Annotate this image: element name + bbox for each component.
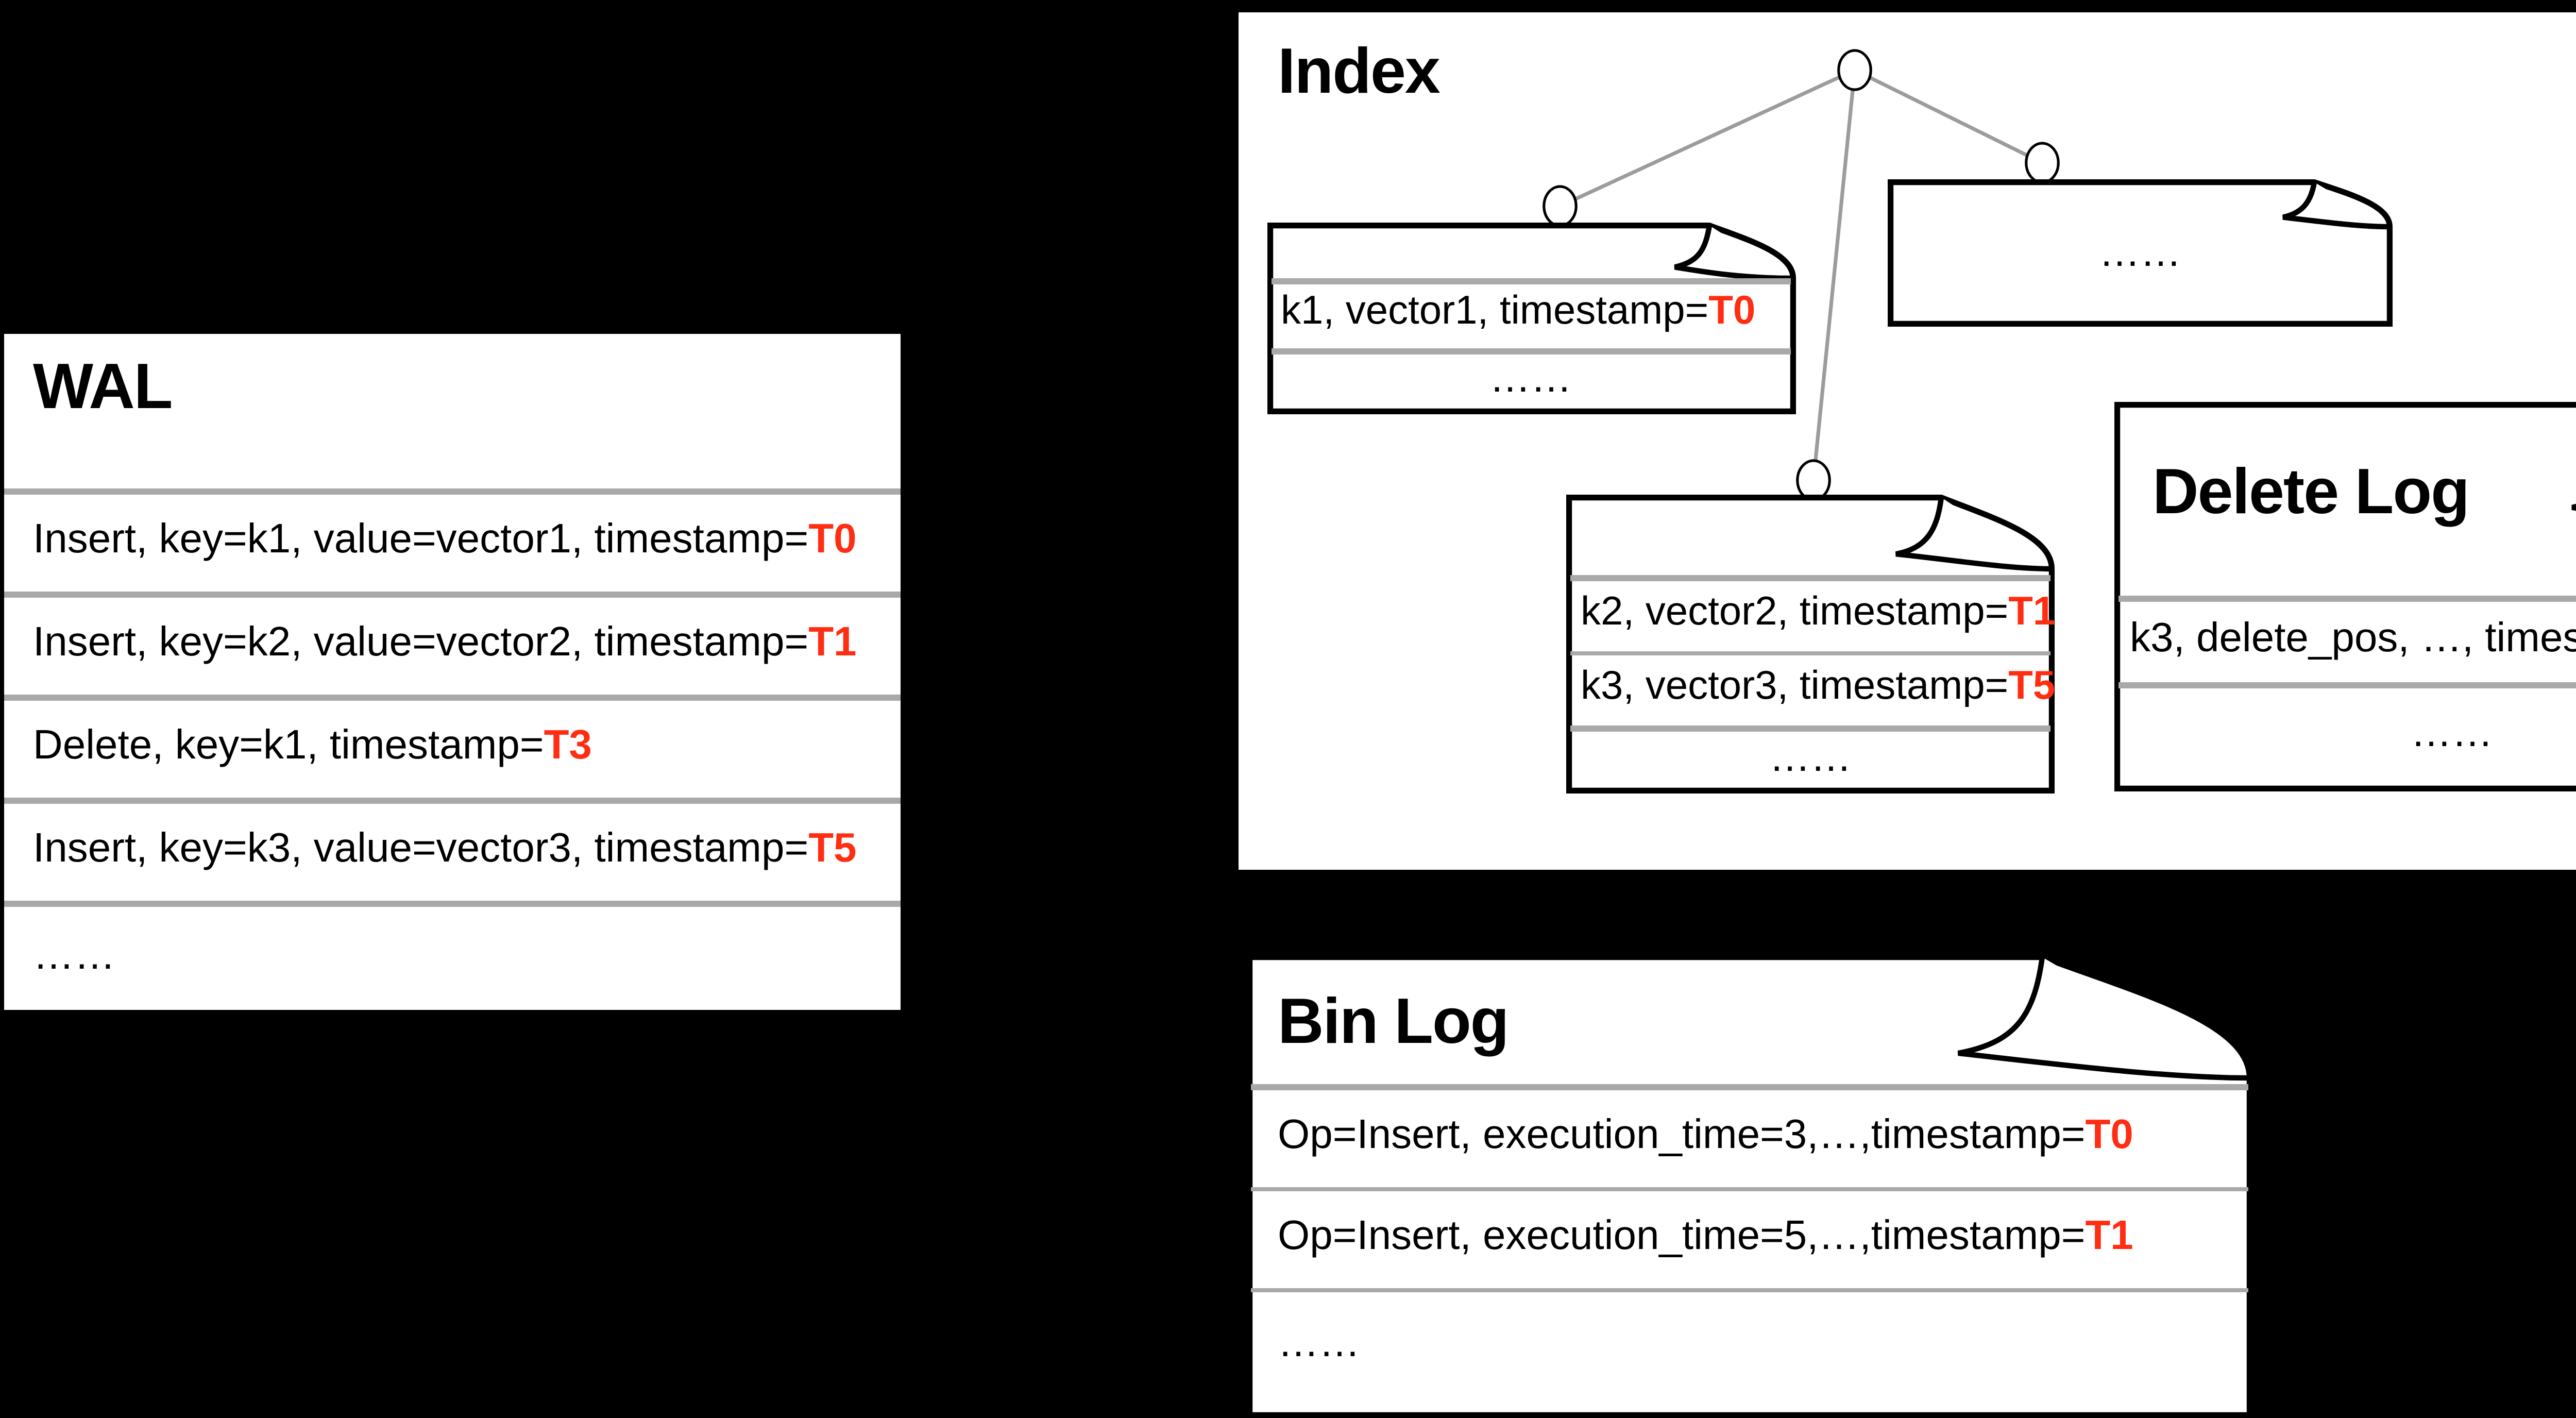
- tree-node-circle: [1796, 459, 1831, 501]
- folded-corner: [1673, 225, 1792, 281]
- ellipsis-text: ……: [2411, 711, 2493, 756]
- segment-row: k3, vector3, timestamp=T5: [1566, 650, 2055, 725]
- timestamp-value: T0: [2085, 1112, 2133, 1158]
- tree-edge: [1559, 68, 1856, 208]
- wal-row: Delete, key=k1, timestamp=T3: [4, 695, 900, 798]
- timestamp-value: T1: [808, 620, 857, 666]
- row-divider: [4, 901, 900, 906]
- bin-log-row-more: ……: [1247, 1287, 2252, 1400]
- wal-row-text: Insert, key=k1, value=vector1, timestamp…: [33, 517, 809, 563]
- timestamp-value: T1: [2085, 1214, 2133, 1259]
- document-shape: [1888, 179, 2393, 327]
- timestamp-value: T3: [544, 723, 592, 769]
- wal-row-text: Insert, key=k3, value=vector3, timestamp…: [33, 826, 809, 872]
- delete-log-row: k3, delete_pos, …, timestamp=T3: [2113, 596, 2576, 682]
- bin-log-title: Bin Log: [1278, 985, 1509, 1057]
- segment-row-text: k1, vector1, timestamp=: [1281, 289, 1709, 334]
- row-divider: [1570, 725, 2050, 731]
- row-divider: [1570, 650, 2050, 656]
- segment-doc-k1: k1, vector1, timestamp=T0 ……: [1266, 223, 1795, 414]
- ellipsis-text: ……: [2099, 230, 2181, 276]
- bin-log-doc: Bin Log Op=Insert, execution_time=3,…,ti…: [1247, 954, 2252, 1418]
- tree-node-circle: [1837, 49, 1872, 91]
- delete-log-row-more: ……: [2113, 682, 2576, 785]
- segment-row: k1, vector1, timestamp=T0: [1266, 278, 1795, 348]
- row-divider: [4, 488, 900, 494]
- wal-row-more: ……: [4, 901, 900, 1010]
- bin-log-row-text: Op=Insert, execution_time=5,…,timestamp=: [1278, 1214, 2086, 1259]
- timestamp-value: T0: [1708, 289, 1756, 334]
- segment-doc-summary: ……: [1888, 179, 2393, 327]
- segment-doc-k2k3: k2, vector2, timestamp=T1 k3, vector3, t…: [1566, 495, 2055, 794]
- row-divider: [2117, 596, 2576, 601]
- delete-log-doc: Delete Log k3, delete_pos, …, timestamp=…: [2113, 402, 2576, 791]
- segment-row-text: k3, vector3, timestamp=: [1581, 664, 2009, 709]
- ellipsis-text: ……: [33, 933, 115, 978]
- bin-log-row-text: Op=Insert, execution_time=3,…,timestamp=: [1278, 1112, 2086, 1158]
- tree-node-circle: [2025, 142, 2060, 184]
- folded-corner: [2570, 503, 2576, 511]
- timestamp-value: T5: [808, 826, 857, 872]
- document-shape: [1566, 495, 2055, 794]
- wal-row: Insert, key=k1, value=vector1, timestamp…: [4, 488, 900, 592]
- wal-row-text: Delete, key=k1, timestamp=: [33, 723, 544, 769]
- delete-log-row-text: k3, delete_pos, …, timestamp=: [2130, 616, 2576, 662]
- row-divider: [1251, 1084, 2248, 1090]
- segment-row-more: ……: [1266, 348, 1795, 410]
- wal-title: WAL: [33, 350, 173, 423]
- row-divider: [4, 798, 900, 803]
- row-divider: [4, 695, 900, 700]
- wal-row-text: Insert, key=k2, value=vector2, timestamp…: [33, 620, 809, 666]
- delete-log-title: Delete Log: [2153, 455, 2470, 528]
- row-divider: [1570, 575, 2050, 581]
- segment-row-text: k2, vector2, timestamp=: [1581, 588, 2009, 634]
- index-title: Index: [1278, 35, 1440, 107]
- wal-row: Insert, key=k2, value=vector2, timestamp…: [4, 592, 900, 695]
- folded-corner: [1895, 497, 2052, 572]
- row-divider: [1270, 348, 1791, 354]
- timestamp-value: T1: [2008, 588, 2056, 634]
- row-divider: [2117, 682, 2576, 688]
- ellipsis-text: ……: [1278, 1321, 1360, 1366]
- segment-row-more: ……: [1888, 179, 2393, 327]
- folded-corner: [2282, 181, 2390, 230]
- tree-node-circle: [1543, 185, 1578, 227]
- tree-edge: [1811, 70, 1857, 481]
- wal-row: Insert, key=k3, value=vector3, timestamp…: [4, 798, 900, 901]
- tree-edge: [1854, 68, 2043, 165]
- row-divider: [1251, 1287, 2248, 1293]
- document-shape: [1266, 223, 1795, 414]
- segment-row: k2, vector2, timestamp=T1: [1566, 575, 2055, 650]
- timestamp-value: T5: [2008, 664, 2056, 709]
- row-divider: [4, 592, 900, 597]
- timestamp-value: T0: [808, 517, 857, 563]
- wal-panel: WAL Insert, key=k1, value=vector1, times…: [4, 334, 900, 1010]
- segment-row-more: ……: [1566, 725, 2055, 789]
- ellipsis-text: ……: [1769, 735, 1852, 780]
- row-divider: [1251, 1186, 2248, 1192]
- bin-log-row: Op=Insert, execution_time=5,…,timestamp=…: [1247, 1186, 2252, 1287]
- row-divider: [1270, 278, 1791, 284]
- ellipsis-text: ……: [1489, 357, 1572, 402]
- folded-corner: [1957, 956, 2250, 1081]
- index-panel: Index k1, vector1, timestamp=T0 …… …: [1236, 10, 2576, 872]
- bin-log-row: Op=Insert, execution_time=3,…,timestamp=…: [1247, 1084, 2252, 1186]
